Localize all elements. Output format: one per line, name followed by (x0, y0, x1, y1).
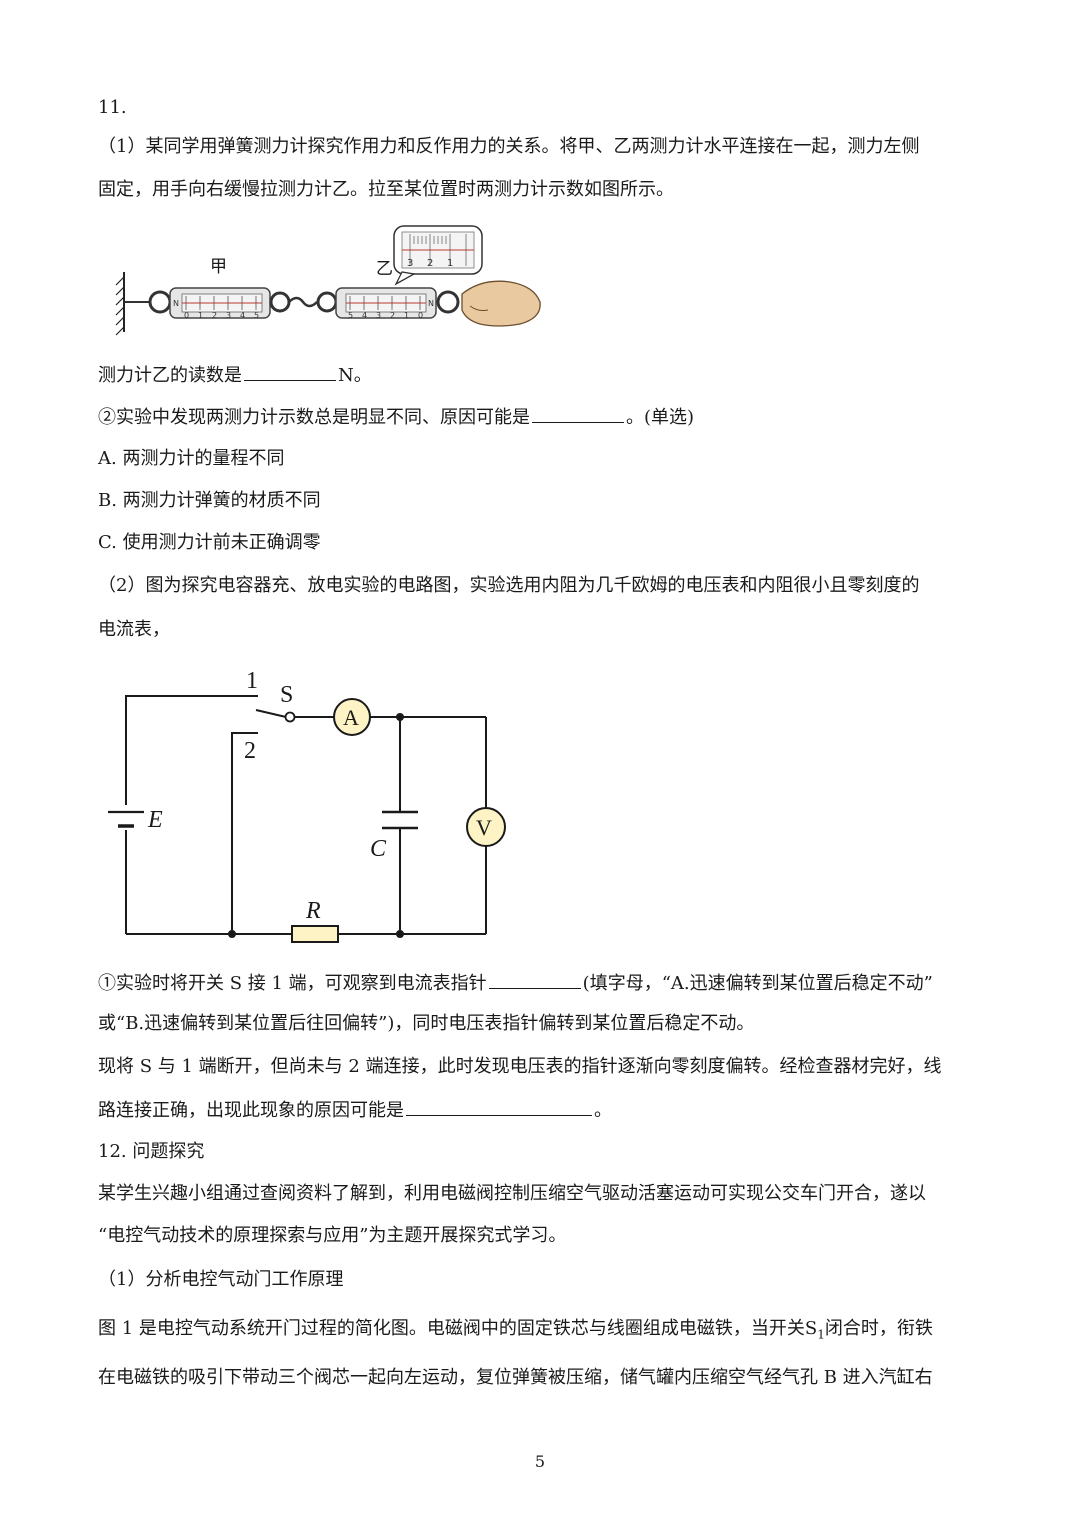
question-12-title: 12. 问题探究 (98, 1141, 205, 1162)
n-mark: N (428, 299, 434, 308)
c2-line2: 路连接正确，出现此现象的原因可能是 。 (98, 1097, 612, 1123)
emf-label: E (147, 807, 163, 833)
answer-blank[interactable] (244, 362, 336, 381)
q11-part1-line2: 固定，用手向右缓慢拉测力计乙。拉至某位置时两测力计示数如图所示。 (98, 179, 674, 200)
option-a: A. 两测力计的量程不同 (98, 448, 285, 469)
q11-part1-line1: （1）某同学用弹簧测力计探究作用力和反作用力的关系。将甲、乙两测力计水平连接在一… (98, 136, 920, 157)
c1-suffix: (填字母，“A.迅速偏转到某位置后稳定不动” (582, 973, 933, 994)
q11-q2-line: ②实验中发现两测力计示数总是明显不同、原因可能是 。(单选) (98, 404, 694, 430)
switch-name: S (804, 1318, 818, 1339)
c1-line1: ①实验时将开关 S 接 1 端，可观察到电流表指针 (填字母，“A.迅速偏转到某位… (98, 970, 933, 996)
zoom-digit: 1 (447, 258, 453, 269)
option-b: B. 两测力计弹簧的材质不同 (98, 490, 321, 511)
q12-sub1: （1）分析电控气动门工作原理 (98, 1269, 344, 1290)
option-c: C. 使用测力计前未正确调零 (98, 532, 321, 553)
terminal-2-label: 2 (244, 738, 256, 764)
terminal-1-label: 1 (246, 668, 258, 694)
q12-intro-line2: “电控气动技术的原理探索与应用”为主题开展探究式学习。 (98, 1225, 567, 1246)
reading-prefix: 测力计乙的读数是 (98, 365, 242, 386)
label-yi: 乙 (376, 259, 393, 278)
answer-blank[interactable] (406, 1097, 592, 1116)
scale-digit: 0 (184, 311, 189, 320)
scale-digit: 1 (404, 311, 409, 320)
capacitor-label: C (370, 836, 387, 862)
c2-line1: 现将 S 与 1 端断开，但尚未与 2 端连接，此时发现电压表的指针逐渐向零刻度… (98, 1056, 942, 1077)
scale-digit: 4 (362, 311, 367, 320)
q11-part2-line2: 电流表， (98, 619, 170, 640)
q12-intro-line1: 某学生兴趣小组通过查阅资料了解到，利用电磁阀控制压缩空气驱动活塞运动可实现公交车… (98, 1183, 926, 1204)
c1-line2: 或“B.迅速偏转到某位置后往回偏转”)，同时电压表指针偏转到某位置后稳定不动。 (98, 1013, 755, 1034)
answer-blank[interactable] (532, 404, 624, 423)
resistor-label: R (305, 898, 321, 924)
scale-digit: 3 (226, 311, 231, 320)
ammeter-label: A (343, 705, 359, 730)
para-suffix: 闭合时，衔铁 (824, 1318, 933, 1339)
switch-subscript: 1 (817, 1327, 825, 1342)
circuit-diagram: 1 2 S A V E C R (96, 660, 506, 950)
reading-line: 测力计乙的读数是 N。 (98, 362, 372, 388)
scale-digit: 0 (418, 311, 423, 320)
scale-digit: 2 (212, 311, 217, 320)
spring-scale-figure: 甲 乙 0 1 2 3 4 5 N 5 4 3 2 1 0 N 3 2 1 (110, 222, 550, 342)
switch-label: S (280, 682, 293, 708)
q2-suffix: 。(单选) (626, 407, 695, 428)
q12-para-line1: 图 1 是电控气动系统开门过程的简化图。电磁阀中的固定铁芯与线圈组成电磁铁，当开… (98, 1317, 933, 1347)
answer-blank[interactable] (488, 970, 581, 989)
voltmeter-label: V (476, 815, 492, 840)
n-mark: N (173, 299, 179, 308)
label-jia: 甲 (210, 257, 227, 276)
q12-para-line2: 在电磁铁的吸引下带动三个阀芯一起向左运动，复位弹簧被压缩，储气罐内压缩空气经气孔… (98, 1367, 933, 1388)
zoom-digit: 2 (427, 258, 433, 269)
q2-prefix: ②实验中发现两测力计示数总是明显不同、原因可能是 (98, 407, 530, 428)
reading-suffix: N。 (338, 365, 372, 386)
scale-digit: 3 (376, 311, 381, 320)
scale-digit: 1 (198, 311, 203, 320)
scale-digit: 4 (240, 311, 245, 320)
scale-digit: 2 (390, 311, 395, 320)
para-prefix: 图 1 是电控气动系统开门过程的简化图。电磁阀中的固定铁芯与线圈组成电磁铁，当开… (98, 1318, 805, 1339)
scale-digit: 5 (348, 311, 353, 320)
page-number: 5 (534, 1452, 546, 1471)
c2-prefix: 路连接正确，出现此现象的原因可能是 (98, 1100, 404, 1121)
scale-digit: 5 (254, 311, 259, 320)
zoom-digit: 3 (407, 258, 413, 269)
q11-part2-line1: （2）图为探究电容器充、放电实验的电路图，实验选用内阻为几千欧姆的电压表和内阻很… (98, 575, 920, 596)
c1-prefix: ①实验时将开关 S 接 1 端，可观察到电流表指针 (98, 973, 487, 994)
c2-suffix: 。 (594, 1100, 612, 1121)
question-11-number: 11. (98, 97, 127, 118)
